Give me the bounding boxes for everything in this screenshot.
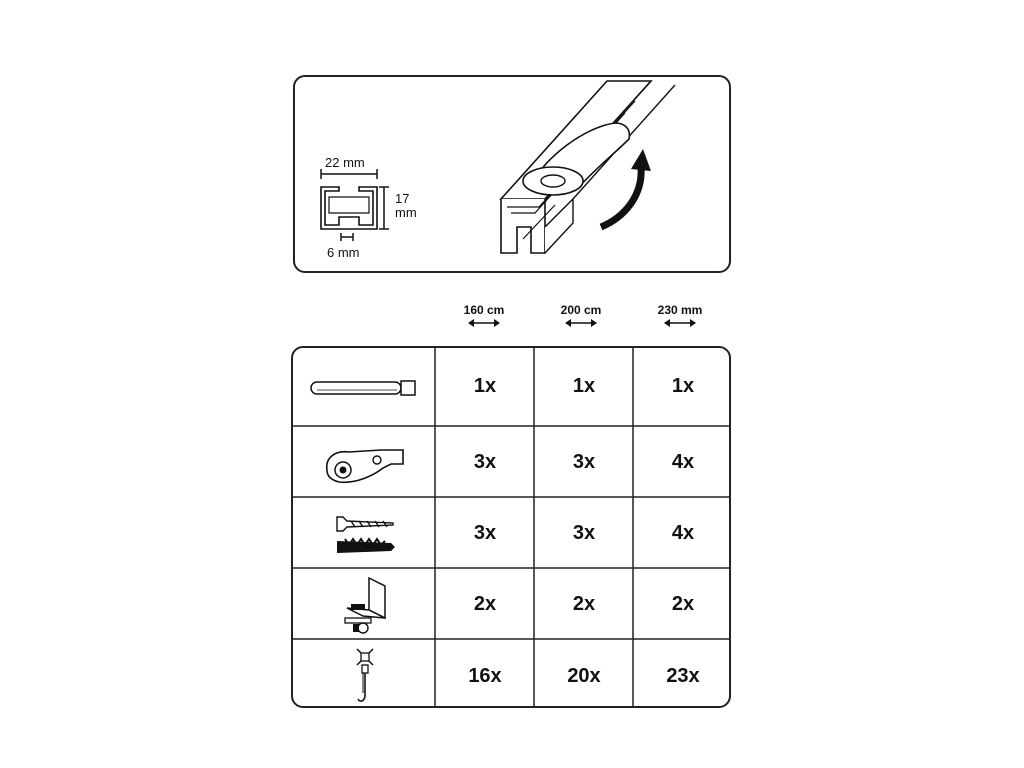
parts-quantity-table: 1x 1x 1x 3x 3x 4x 3x 3x 4x [291,346,731,708]
rail-profile-drawing [320,169,389,241]
table-row-2 [293,426,435,497]
profile-slot-label: 6 mm [327,245,360,260]
double-arrow-icon [664,319,696,327]
quantity-cell: 1x [572,375,596,397]
profile-width-label: 22 mm [325,155,365,170]
quantity-cell: 2x [572,593,596,615]
rail-illustration-panel: 22 mm 17 mm 6 mm [293,75,731,273]
glider-hook-icon [356,648,374,702]
quantity-cell: 16x [468,665,502,687]
profile-height-label-1: 17 [395,191,410,206]
quantity-cell: 4x [671,522,695,544]
double-arrow-icon [468,319,500,327]
table-row-3 [293,497,435,568]
column-header-2: 200 cm [541,303,621,332]
rail-3d-drawing [499,80,676,254]
end-cap-icon [310,380,416,396]
column-header-1: 160 cm [444,303,524,332]
double-arrow-icon [565,319,597,327]
quantity-cell: 3x [473,522,497,544]
table-row-5 [293,639,435,706]
table-row-4 [293,568,435,639]
column-header-label: 200 cm [560,303,602,317]
quantity-cell: 1x [473,375,497,397]
wall-bracket-icon [344,576,386,634]
screw-and-dowel-icon [336,516,395,553]
quantity-cell: 3x [572,451,596,473]
quantity-cell: 23x [666,665,700,687]
quantity-cell: 4x [671,451,695,473]
table-row-1 [293,348,435,426]
column-header-label: 160 cm [463,303,505,317]
profile-height-label-2: mm [395,205,417,220]
column-header-3: 230 mm [640,303,720,332]
quantity-cell: 3x [473,451,497,473]
quantity-cell: 1x [671,375,695,397]
table-grid [293,348,729,706]
quantity-cell: 20x [567,665,601,687]
clip-bracket-icon [325,449,404,484]
quantity-cell: 2x [473,593,497,615]
quantity-cell: 3x [572,522,596,544]
quantity-cell: 2x [671,593,695,615]
column-header-label: 230 mm [657,303,703,317]
